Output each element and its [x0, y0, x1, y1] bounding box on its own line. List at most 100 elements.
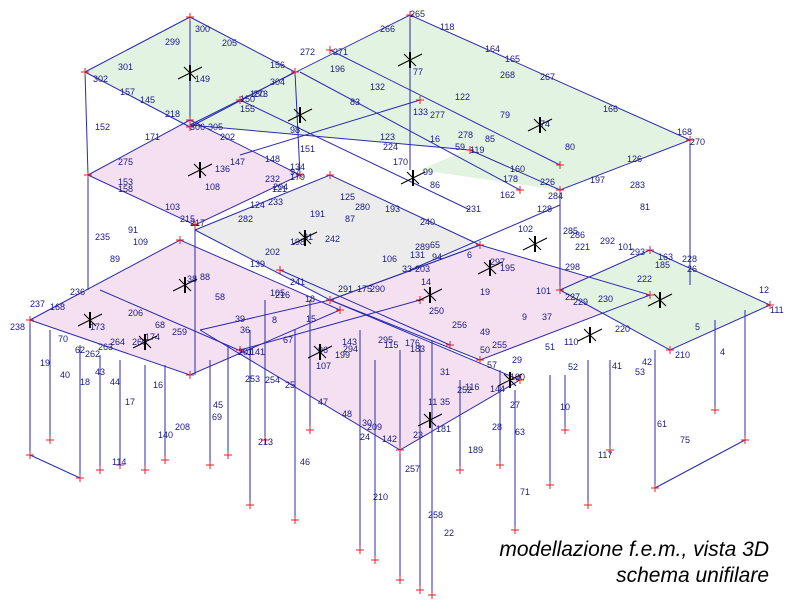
element-label: 283: [630, 180, 645, 190]
element-label: 115: [384, 340, 398, 350]
element-label: 33: [402, 264, 412, 274]
element-label: 58: [215, 292, 225, 302]
element-label: 193: [385, 204, 400, 214]
element-label: 19: [480, 287, 490, 297]
element-label: 163: [658, 252, 673, 262]
element-label: 165: [505, 54, 520, 64]
element-label: 260: [132, 337, 147, 347]
element-label: 22: [444, 528, 454, 538]
element-label: 15: [306, 314, 316, 324]
element-label: 162: [500, 190, 515, 200]
element-label: 298: [565, 262, 580, 272]
element-label: 87: [345, 214, 355, 224]
element-label: 18: [305, 294, 315, 304]
local-axis-icon: [292, 230, 318, 246]
element-label: 297: [490, 257, 505, 267]
element-label: 134: [290, 162, 305, 172]
element-label: 147: [230, 157, 245, 167]
element-label: 280: [355, 202, 370, 212]
element-label: 290: [370, 284, 385, 294]
element-label: 16: [430, 134, 440, 144]
element-label: 304: [270, 77, 285, 87]
element-label: 59: [455, 142, 465, 152]
element-label: 209: [367, 422, 382, 432]
element-label: 268: [500, 70, 515, 80]
local-axis-icon: [187, 162, 213, 178]
element-label: 178: [503, 174, 518, 184]
element-label: 69: [212, 412, 222, 422]
element-label: 98: [290, 125, 300, 135]
element-label: 94: [432, 252, 442, 262]
element-label: 273: [253, 89, 268, 99]
element-label: 9: [522, 312, 527, 322]
element-label: 118: [440, 22, 454, 32]
element-label: 47: [318, 397, 328, 407]
element-label: 142: [382, 434, 397, 444]
element-label: 220: [615, 324, 630, 334]
element-label: 149: [195, 74, 210, 84]
element-label: 299: [165, 37, 180, 47]
element-label: 109: [133, 237, 148, 247]
element-label: 108: [205, 182, 220, 192]
element-label: 173: [90, 322, 105, 332]
element-label: 213: [258, 437, 273, 447]
element-label: 53: [635, 367, 645, 377]
element-label: 259: [172, 327, 187, 337]
column: [84, 71, 89, 176]
element-label: 221: [575, 242, 590, 252]
element-label: 158: [118, 184, 133, 194]
element-label: 302: [93, 74, 108, 84]
element-label: 222: [637, 274, 652, 284]
element-label: 185: [655, 260, 670, 270]
beam-line: [239, 99, 471, 211]
local-axis-icon: [77, 312, 103, 328]
element-label: 117: [598, 450, 612, 460]
element-label: 202: [265, 247, 280, 257]
element-label: 43: [95, 367, 105, 377]
element-label: 175: [357, 284, 372, 294]
element-label: 70: [58, 334, 68, 344]
element-label: 270: [690, 137, 705, 147]
element-label: 210: [675, 350, 690, 360]
element-label: 148: [265, 154, 280, 164]
element-label: 266: [380, 24, 395, 34]
local-axis-icon: [132, 334, 158, 350]
element-label: 116: [465, 382, 479, 392]
caption-line-1: modellazione f.e.m., vista 3D: [499, 538, 769, 561]
element-label: 19: [40, 358, 50, 368]
element-label: 180: [250, 89, 265, 99]
element-label: 199: [335, 350, 350, 360]
element-label: 99: [423, 167, 433, 177]
local-axis-icon: [287, 107, 313, 123]
element-label: 226: [540, 177, 555, 187]
element-label: 176: [405, 338, 420, 348]
slab-mid-green-right: [560, 250, 770, 350]
element-label: 42: [642, 357, 652, 367]
element-label: 230: [598, 294, 613, 304]
local-axis-icon: [477, 260, 503, 276]
element-label: 119: [470, 145, 484, 155]
element-label: 272: [300, 47, 315, 57]
local-axis-icon: [172, 277, 198, 293]
element-label: 195: [500, 263, 515, 273]
local-axes: [77, 52, 673, 428]
element-label: 4: [720, 347, 725, 357]
element-label: 263: [98, 342, 113, 352]
beam-line: [189, 14, 692, 191]
element-label: 208: [175, 422, 190, 432]
element-label: 292: [600, 236, 615, 246]
element-label: 262: [85, 349, 100, 359]
element-label: 62: [75, 345, 85, 355]
element-label: 103: [165, 202, 180, 212]
element-label: 46: [300, 457, 310, 467]
element-label: 275: [118, 157, 133, 167]
element-label: 254: [265, 375, 280, 385]
element-label: 293: [630, 247, 645, 257]
element-label: 305: [208, 122, 223, 132]
columns: [29, 15, 746, 595]
nodes: [26, 11, 774, 599]
element-label: 133: [413, 107, 428, 117]
element-label: 8: [272, 315, 277, 325]
element-label: 51: [545, 342, 555, 352]
element-label: 86: [430, 180, 440, 190]
